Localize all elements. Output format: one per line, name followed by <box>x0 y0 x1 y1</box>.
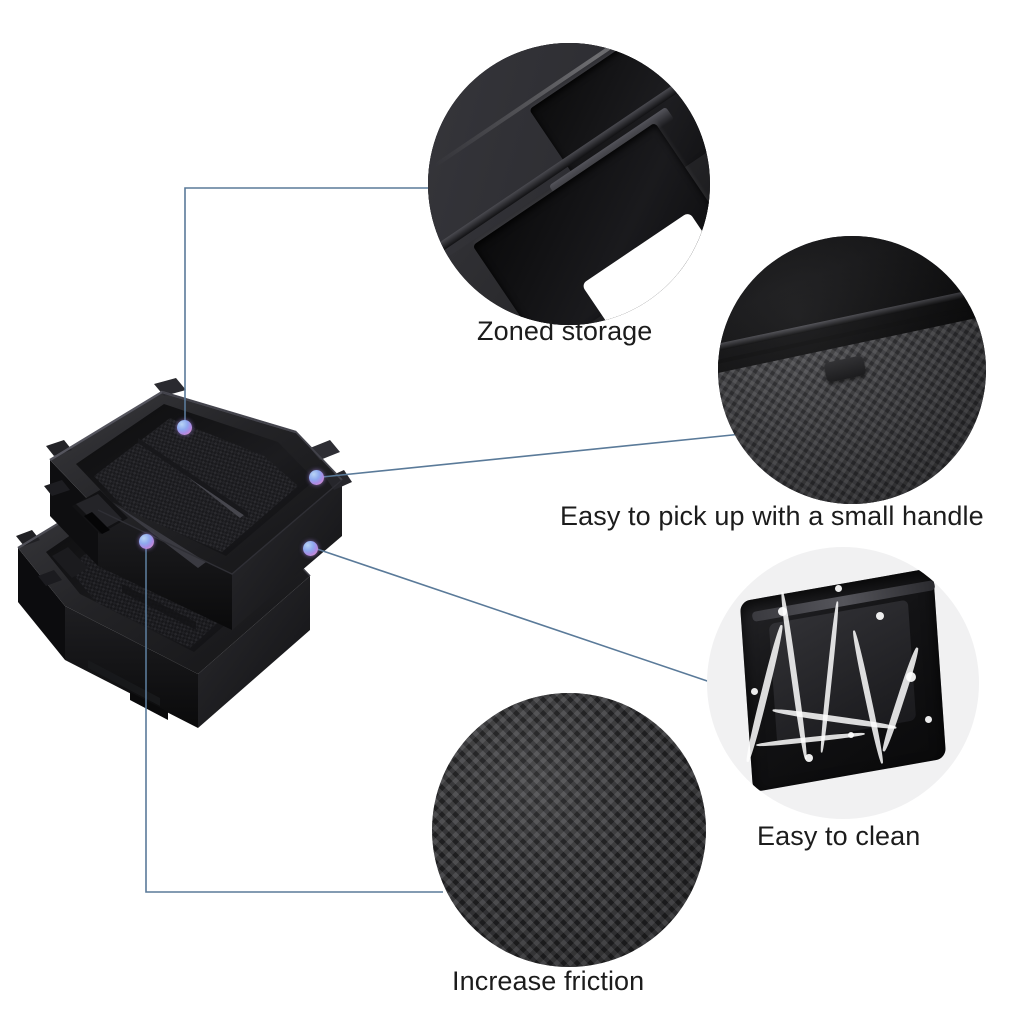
connector-line-small-handle <box>321 433 743 478</box>
product-image-console-organizer <box>16 378 352 728</box>
feature-label-easy-to-clean: Easy to clean <box>757 821 921 851</box>
water-droplet <box>834 585 842 593</box>
water-droplet <box>848 731 855 738</box>
callout-dot-small-handle[interactable] <box>309 470 324 485</box>
water-droplet <box>924 715 932 723</box>
circle-vignette <box>432 693 706 967</box>
water-droplet <box>750 688 758 696</box>
feature-image-increase-friction <box>432 693 706 967</box>
feature-label-increase-friction: Increase friction <box>452 966 645 996</box>
water-droplet <box>905 672 916 683</box>
callout-dot-zoned-storage[interactable] <box>177 420 192 435</box>
connector-line-easy-to-clean <box>316 548 723 687</box>
water-droplet <box>804 753 813 762</box>
feature-label-zoned-storage: Zoned storage <box>477 316 653 346</box>
friction-texture-pattern <box>432 693 706 967</box>
feature-label-small-handle: Easy to pick up with a small handle <box>560 501 984 531</box>
callout-dot-increase-friction[interactable] <box>139 534 154 549</box>
callout-dot-easy-to-clean[interactable] <box>303 541 318 556</box>
circle-vignette <box>718 236 986 504</box>
feature-image-easy-to-clean <box>707 547 979 819</box>
upper-tray <box>44 378 352 630</box>
water-droplet <box>875 612 884 621</box>
feature-image-small-handle <box>718 236 986 504</box>
water-droplet <box>777 606 787 616</box>
connector-line-increase-friction <box>145 548 443 893</box>
connector-line-zoned-storage <box>184 187 432 427</box>
feature-image-zoned-storage <box>428 43 710 325</box>
